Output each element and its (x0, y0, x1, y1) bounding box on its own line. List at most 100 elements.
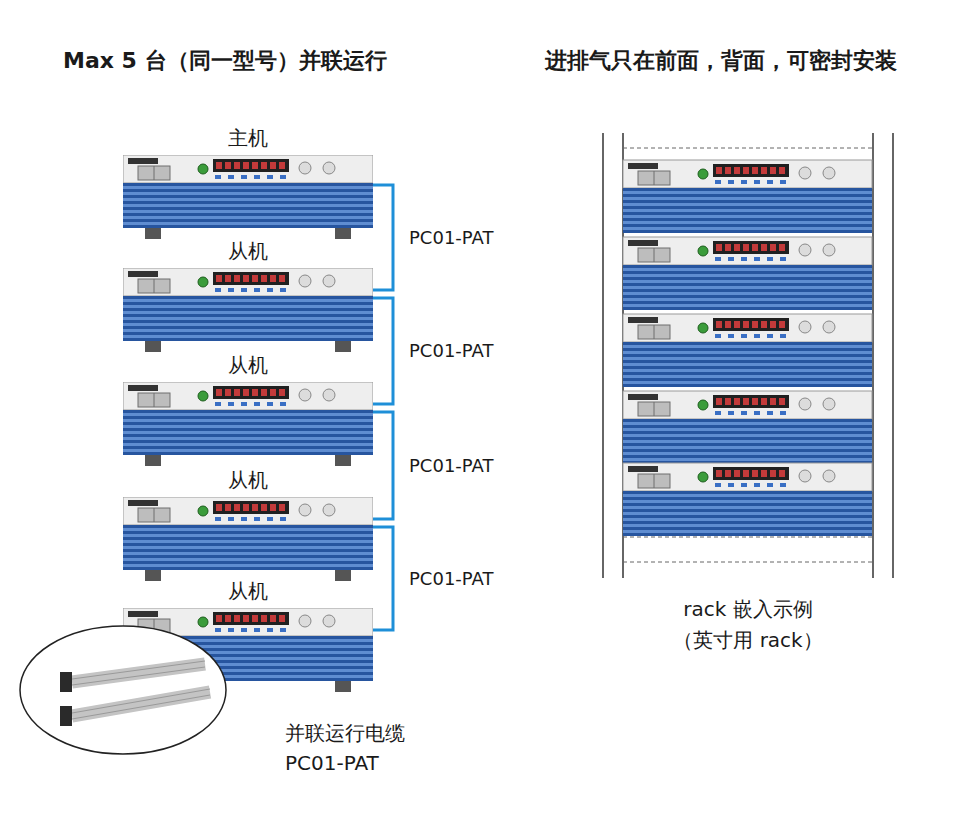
switch-divider (654, 474, 655, 488)
key-mark (241, 288, 247, 292)
display-digit (716, 321, 722, 328)
rack-unit (623, 314, 872, 387)
key-mark (267, 628, 273, 632)
display-digit (216, 389, 222, 396)
display-digit (752, 470, 758, 477)
key-mark (280, 628, 286, 632)
housing (623, 342, 872, 387)
key-mark (280, 517, 286, 521)
voltage-knob (323, 615, 335, 627)
voltage-knob (823, 321, 835, 333)
brand-plate (628, 466, 658, 472)
display (213, 159, 289, 172)
vent-stripe (123, 449, 373, 452)
vent-stripe (623, 512, 872, 515)
power-switch (638, 474, 670, 488)
housing (123, 410, 373, 455)
ribbon-cable (72, 664, 205, 682)
display-digit (725, 244, 731, 251)
key-mark (780, 180, 786, 184)
switch-divider (154, 508, 155, 522)
power-switch (638, 171, 670, 185)
vent-stripe (623, 428, 872, 431)
display-digit (779, 470, 785, 477)
vent-stripe (123, 558, 373, 561)
key-mark (780, 411, 786, 415)
power-switch (138, 279, 170, 293)
unit-drawing (123, 155, 373, 240)
key-mark (267, 288, 273, 292)
display-digit (261, 615, 267, 622)
key-mark (254, 288, 260, 292)
key-mark (228, 517, 234, 521)
key-mark (228, 175, 234, 179)
display-digit (770, 244, 776, 251)
vent-stripe (623, 458, 872, 461)
voltage-knob (323, 504, 335, 516)
display-digit (734, 244, 740, 251)
switch-divider (154, 393, 155, 407)
display-digit (234, 504, 240, 511)
ribbon-stripe (72, 689, 210, 713)
key-mark (728, 483, 734, 487)
vent-stripe (123, 311, 373, 314)
voltage-knob (823, 470, 835, 482)
unit-role: 从机 (123, 578, 373, 604)
vent-stripe (623, 227, 872, 230)
vent-stripe (123, 204, 373, 207)
front-panel (123, 268, 373, 296)
rack-note: （英寸用 rack） (648, 625, 848, 655)
switch-divider (154, 279, 155, 293)
display-digit (234, 615, 240, 622)
front-panel (623, 160, 872, 188)
callout-ellipse (20, 626, 226, 754)
vent-stripe (123, 305, 373, 308)
vent-stripe (623, 221, 872, 224)
display-digit (261, 504, 267, 511)
current-knob (299, 275, 311, 287)
vent-stripe (123, 431, 373, 434)
display-digit (761, 244, 767, 251)
key-mark (241, 628, 247, 632)
vent-stripe (623, 422, 872, 425)
rack-rail (892, 133, 894, 578)
display-digit (734, 398, 740, 405)
vent-stripe (623, 452, 872, 455)
switch-divider (154, 166, 155, 180)
vent-stripe (123, 419, 373, 422)
vent-stripe (123, 425, 373, 428)
vent-stripe (623, 434, 872, 437)
voltage-knob (823, 244, 835, 256)
vent-stripe (623, 375, 872, 378)
foot (145, 570, 161, 581)
display-digit (252, 162, 258, 169)
display-digit (734, 321, 740, 328)
display-digit (725, 167, 731, 174)
display-digit (752, 321, 758, 328)
vent-stripe (623, 506, 872, 509)
voltage-knob (823, 167, 835, 179)
output-led (698, 169, 708, 179)
housing (623, 491, 872, 536)
key-mark (241, 175, 247, 179)
display (713, 164, 789, 177)
key-mark (728, 334, 734, 338)
display-digit (761, 470, 767, 477)
brand-plate (128, 611, 158, 617)
display-digit (752, 167, 758, 174)
key-mark (228, 402, 234, 406)
display (213, 386, 289, 399)
unit-drawing (123, 497, 373, 582)
vent-stripe (623, 524, 872, 527)
brand-plate (128, 158, 158, 164)
vent-stripe (623, 191, 872, 194)
vent-stripe (123, 540, 373, 543)
display (713, 241, 789, 254)
key-mark (215, 517, 221, 521)
key-mark (241, 517, 247, 521)
cable-label: PC01-PAT (409, 455, 493, 477)
unit-role: 从机 (123, 352, 373, 378)
parallel-cable (373, 412, 393, 519)
display-digit (261, 162, 267, 169)
display-digit (779, 398, 785, 405)
